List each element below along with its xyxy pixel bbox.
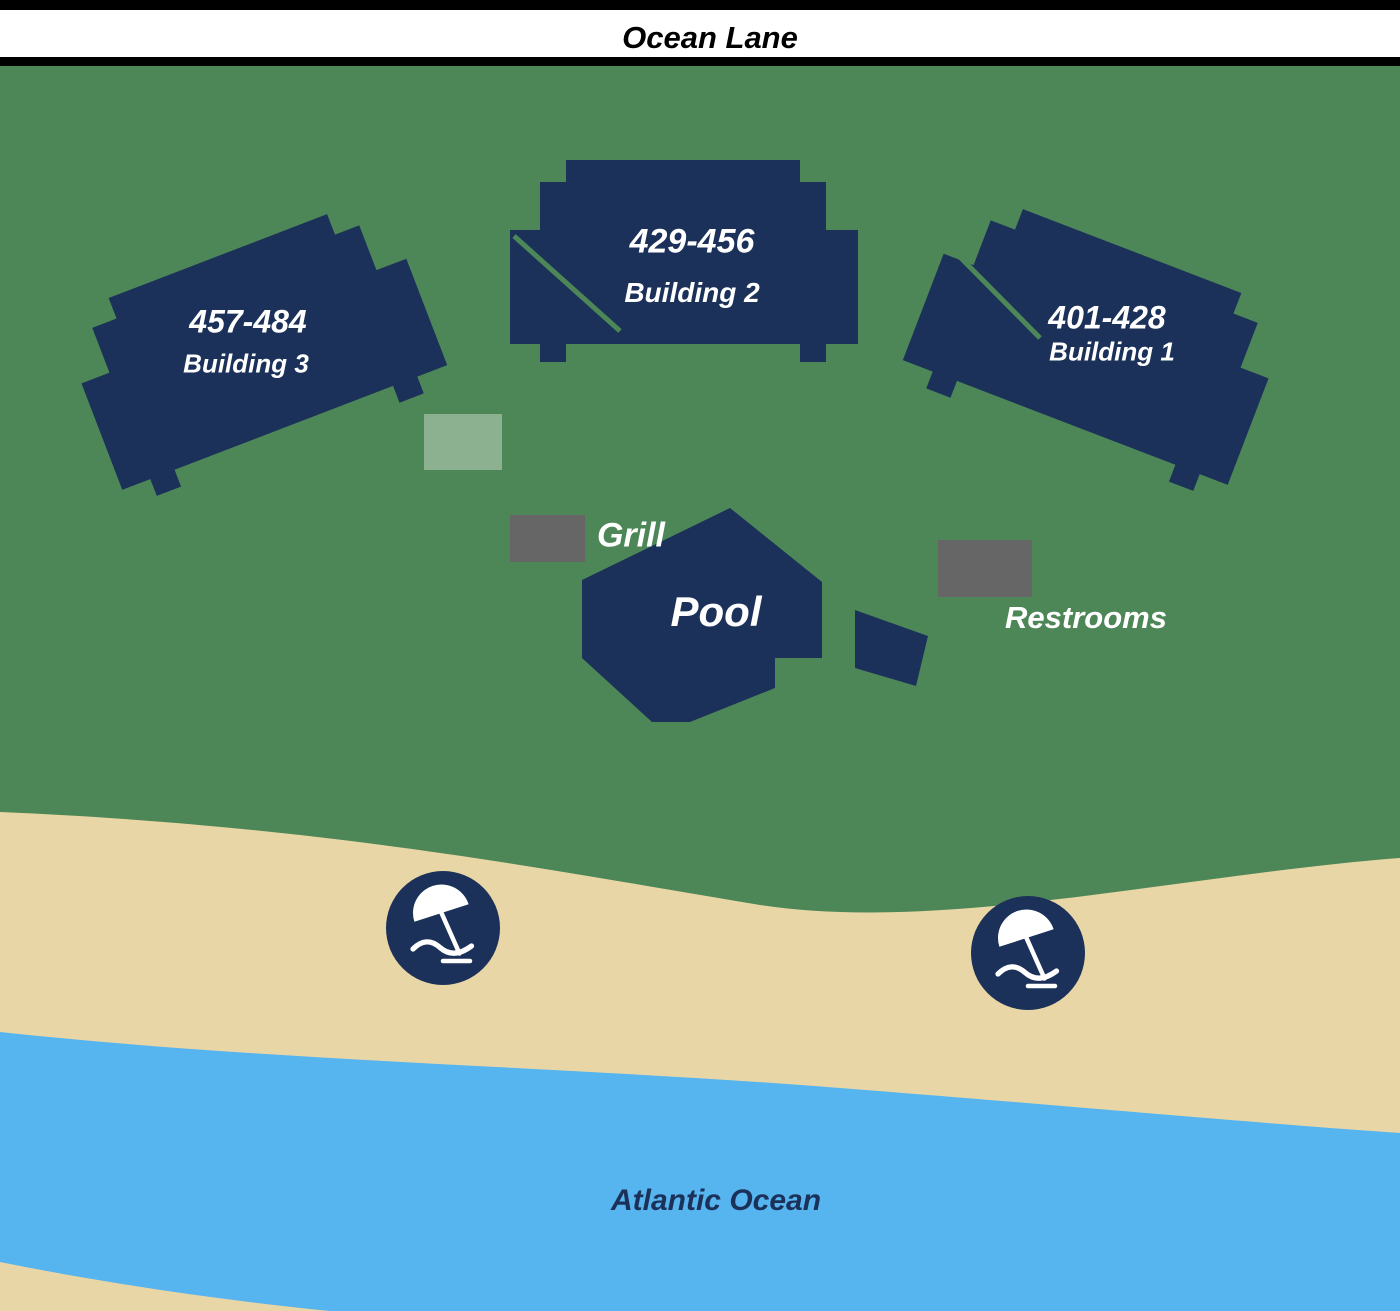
pool-label: Pool (670, 588, 762, 635)
pool-shape (582, 508, 822, 722)
restrooms-structure (938, 540, 1032, 597)
building-3-shape (81, 214, 448, 496)
building-1-name-label: Building 1 (1049, 336, 1175, 367)
faded-patch (424, 414, 502, 470)
ocean-lane-label: Ocean Lane (622, 20, 798, 55)
building-2-name-label: Building 2 (624, 277, 760, 308)
beach-access-marker-left (386, 871, 500, 985)
building-2-range-label: 429-456 (629, 222, 755, 261)
atlantic-ocean-label: Atlantic Ocean (610, 1184, 822, 1217)
beach-access-marker-right (971, 896, 1085, 1010)
building-3-name-label: Building 3 (183, 348, 309, 379)
grill-label: Grill (596, 516, 666, 555)
beach-sand-sliver (0, 1262, 330, 1311)
building-1-wing-gap (953, 250, 1042, 340)
building-3-range-label: 457-484 (189, 303, 307, 340)
building-2-shape (510, 160, 858, 362)
restrooms-label: Restrooms (1005, 600, 1167, 635)
ocean-lane-road (0, 0, 1400, 66)
building-2-wing-gap (512, 234, 622, 333)
ocean-water (0, 1032, 1400, 1311)
grill-structure (510, 515, 585, 562)
building-1-range-label: 401-428 (1048, 299, 1166, 336)
pool-annex-shape (855, 610, 928, 686)
building-1-shape (902, 209, 1269, 491)
